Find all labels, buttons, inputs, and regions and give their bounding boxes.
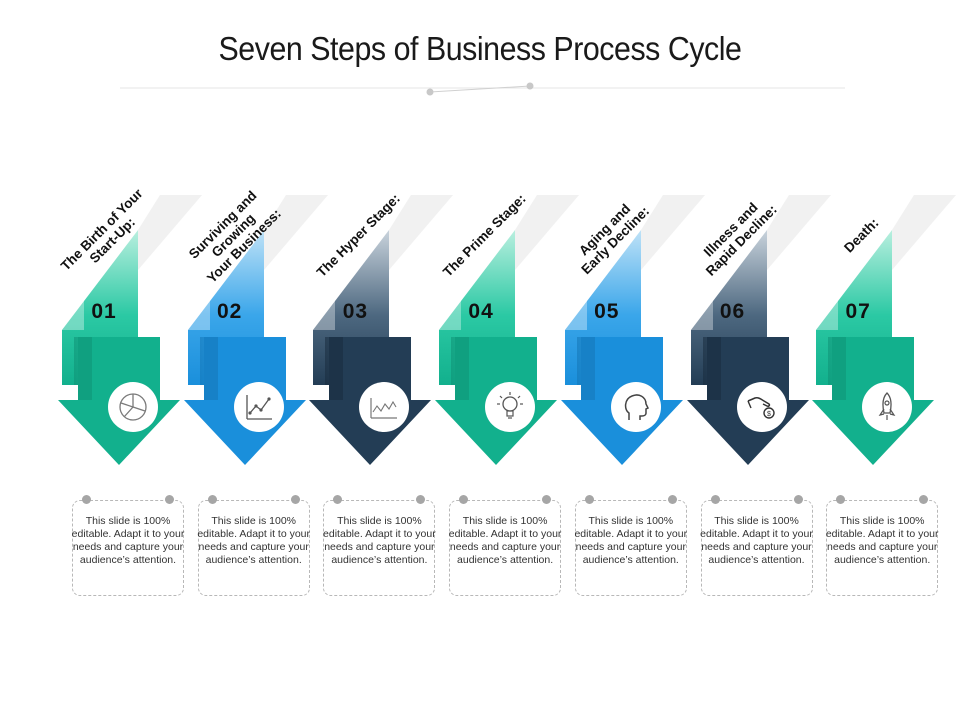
step-description: This slide is 100% editable. Adapt it to… bbox=[448, 515, 562, 566]
step-number: 01 bbox=[91, 300, 117, 323]
pin-dot bbox=[207, 495, 217, 504]
pin-dot bbox=[165, 495, 174, 504]
step-description: This slide is 100% editable. Adapt it to… bbox=[825, 515, 939, 566]
step-description: This slide is 100% editable. Adapt it to… bbox=[197, 515, 311, 566]
step-number: 05 bbox=[594, 300, 620, 323]
description-box bbox=[700, 500, 813, 596]
step-number: 06 bbox=[719, 300, 746, 323]
svg-text:$: $ bbox=[767, 411, 771, 418]
description-box bbox=[197, 500, 310, 596]
line-graph-icon bbox=[234, 382, 284, 432]
pin-dot bbox=[793, 495, 803, 504]
step-description: This slide is 100% editable. Adapt it to… bbox=[574, 515, 688, 566]
pin-dot bbox=[919, 495, 929, 504]
pin-dot bbox=[710, 495, 720, 504]
pin-dot bbox=[333, 495, 343, 504]
step-arrow-shape bbox=[560, 195, 705, 465]
pin-dot bbox=[290, 495, 300, 504]
step-arrow-shape bbox=[58, 195, 202, 465]
description-box bbox=[323, 500, 436, 596]
description-box bbox=[574, 500, 687, 596]
pie-chart-icon bbox=[108, 382, 158, 432]
description-box bbox=[826, 500, 939, 596]
pin-dot bbox=[82, 495, 91, 504]
step-description: This slide is 100% editable. Adapt it to… bbox=[323, 515, 436, 566]
step-arrow-shape bbox=[183, 195, 328, 465]
step-number: 02 bbox=[217, 300, 243, 323]
step-number: 07 bbox=[845, 300, 871, 323]
description-box bbox=[449, 500, 562, 596]
pin-dot bbox=[416, 495, 426, 504]
title-underline-decoration bbox=[120, 82, 845, 96]
step-description: This slide is 100% editable. Adapt it to… bbox=[700, 515, 813, 566]
area-chart-icon bbox=[359, 382, 409, 432]
description-box bbox=[72, 500, 184, 596]
step-arrow-shape bbox=[812, 195, 957, 465]
light-bulb-icon bbox=[485, 382, 535, 432]
pin-dot bbox=[459, 495, 469, 504]
head-profile-icon bbox=[611, 382, 661, 432]
process-step: Illness and Rapid Decline:06$This slide … bbox=[686, 0, 831, 720]
pin-dot bbox=[584, 495, 594, 504]
page-title: Seven Steps of Business Process Cycle bbox=[218, 30, 742, 67]
pin-dot bbox=[542, 495, 552, 504]
rocket-icon bbox=[862, 382, 912, 432]
pin-dot bbox=[667, 495, 677, 504]
pin-dot bbox=[836, 495, 846, 504]
step-arrow-shape bbox=[435, 195, 580, 465]
step-number: 03 bbox=[342, 300, 369, 323]
hand-coin-icon: $ bbox=[737, 382, 787, 432]
step-arrow-shape bbox=[309, 195, 454, 465]
step-number: 04 bbox=[468, 300, 494, 323]
step-description: This slide is 100% editable. Adapt it to… bbox=[71, 515, 185, 566]
